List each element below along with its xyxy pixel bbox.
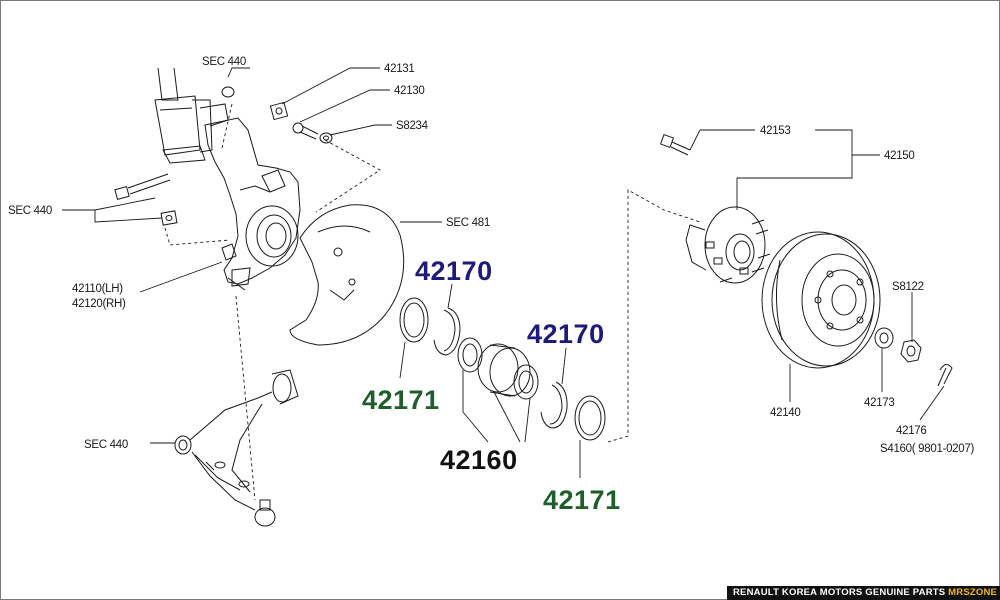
snap-ring-42170-upper (433, 307, 461, 356)
dust-shield (289, 204, 405, 346)
washer-s8234 (319, 132, 333, 144)
brake-disc (761, 231, 881, 369)
label-sec440-top: SEC 440 (202, 56, 246, 68)
label-42150: 42150 (884, 150, 914, 162)
seal-42171-lower (574, 395, 606, 441)
label-s4160: S4160( 9801-0207) (880, 443, 974, 455)
label-s8234: S8234 (396, 120, 429, 132)
banner-text: RENAULT KOREA MOTORS GENUINE PARTS (733, 587, 949, 598)
hub-bolt-42153 (659, 133, 691, 156)
bolt-sec440-left (114, 173, 171, 200)
wheel-hub (685, 206, 771, 284)
label-sec481: SEC 481 (446, 217, 490, 229)
bearing-42160 (457, 337, 539, 400)
steering-knuckle (204, 117, 301, 291)
snap-ring-42170-lower (540, 381, 568, 429)
callout-42171-lower: 42171 (543, 485, 621, 515)
bolt-42130 (292, 122, 319, 140)
label-42130: 42130 (394, 85, 424, 97)
label-42176: 42176 (896, 425, 926, 437)
nut-s8122 (900, 339, 922, 363)
label-sec440-bottom: SEC 440 (84, 439, 128, 451)
label-42131: 42131 (384, 63, 414, 75)
callout-42160: 42160 (440, 445, 518, 475)
watermark-banner: RENAULT KOREA MOTORS GENUINE PARTS MRSZO… (727, 586, 1000, 600)
seal-42171-upper (399, 297, 429, 343)
label-sec440-left: SEC 440 (8, 205, 52, 217)
washer-42173 (874, 327, 894, 349)
cotter-pin-42176 (937, 364, 953, 387)
callout-42170-lower: 42170 (527, 319, 605, 349)
nut-sec440-left (160, 210, 178, 226)
label-42110: 42110(LH) (72, 283, 123, 295)
label-42173: 42173 (864, 397, 894, 409)
callout-42171-upper: 42171 (362, 385, 440, 415)
strut-assembly (154, 67, 235, 164)
lower-arm (174, 369, 299, 527)
label-s8122: S8122 (892, 281, 924, 293)
label-42120: 42120(RH) (72, 298, 126, 310)
label-42153: 42153 (760, 125, 790, 137)
banner-brand: MRSZONE (948, 587, 998, 598)
bolt-42131 (269, 101, 289, 121)
callout-42170-upper: 42170 (415, 256, 493, 286)
label-42140: 42140 (770, 407, 800, 419)
